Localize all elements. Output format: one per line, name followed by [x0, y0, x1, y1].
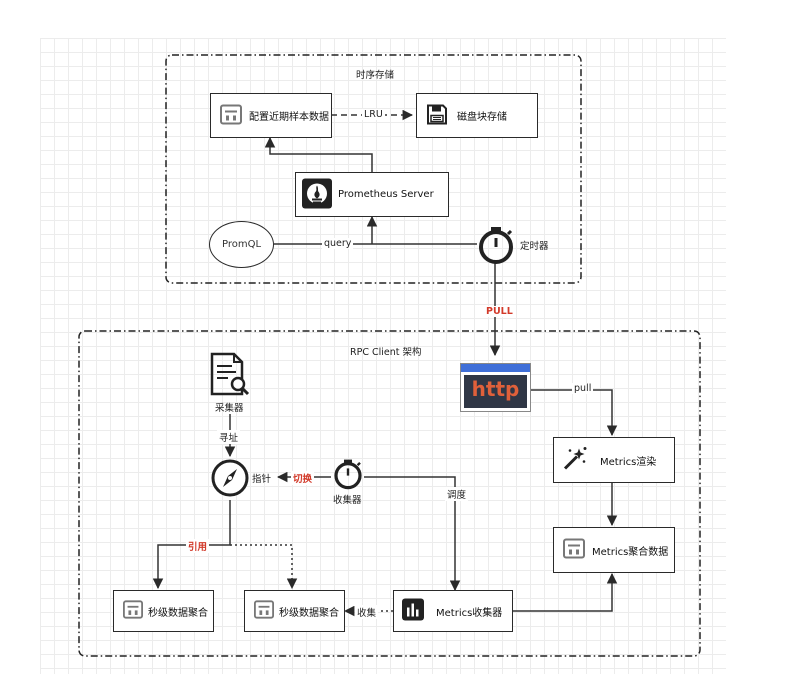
edge-switch-label: 切换 [291, 471, 315, 485]
edge-pull-label: PULL [484, 306, 515, 317]
edge-collector-to-agg [513, 572, 618, 612]
metrics-collector-node[interactable]: Metrics收集器 [393, 590, 513, 632]
metrics-agg-node[interactable]: Metrics聚合数据 [553, 527, 675, 573]
rpc-group-border [78, 330, 701, 657]
magic-wand-icon [562, 446, 588, 475]
recent-samples-label: 配置近期样本数据 [249, 112, 329, 123]
promql-node[interactable]: PromQL [209, 221, 274, 268]
edge-schedule [364, 476, 461, 592]
edge-http-to-render [531, 389, 618, 437]
collector-source-label: 采集器 [215, 403, 244, 414]
disk-storage-node[interactable]: 磁盘块存储 [416, 93, 538, 138]
edge-http-pull-label: pull [572, 383, 594, 394]
metrics-collector-label: Metrics收集器 [436, 607, 503, 619]
server-icon [253, 600, 275, 623]
server-icon [122, 600, 144, 623]
edge-prom-to-samples [264, 136, 373, 172]
edge-collect-label: 收集 [355, 605, 379, 619]
http-body [464, 375, 527, 408]
rpc-group-title: RPC Client 架构 [350, 347, 422, 358]
pointer-label: 指针 [252, 474, 272, 485]
http-node[interactable]: http [460, 363, 531, 412]
edge-query-label: query [322, 238, 354, 249]
prometheus-server-label: Prometheus Server [338, 189, 434, 200]
file-search-icon [206, 352, 252, 402]
collector-timer-label: 收集器 [333, 495, 362, 506]
save-icon [425, 102, 449, 129]
stopwatch-icon [476, 225, 516, 269]
edge-reference-label: 引用 [186, 539, 210, 553]
prometheus-logo [302, 178, 332, 211]
timer-label: 定时器 [520, 241, 549, 252]
recent-samples-node[interactable]: 配置近期样本数据 [210, 93, 332, 138]
compass-icon [210, 458, 250, 502]
promql-label: PromQL [221, 239, 262, 250]
http-title-bar [461, 364, 530, 372]
second-agg-2-label: 秒级数据聚合 [279, 607, 339, 619]
metrics-render-label: Metrics渲染 [600, 456, 657, 468]
collector-stopwatch-icon [332, 458, 364, 494]
disk-storage-label: 磁盘块存储 [457, 112, 507, 123]
edge-address-label: 寻址 [217, 430, 241, 444]
server-icon [219, 103, 243, 128]
second-agg-1-label: 秒级数据聚合 [148, 607, 208, 619]
metrics-agg-label: Metrics聚合数据 [592, 546, 669, 558]
server-icon [562, 538, 586, 563]
bar-chart-icon [402, 598, 424, 624]
second-agg-1-node[interactable]: 秒级数据聚合 [113, 590, 214, 632]
metrics-render-node[interactable]: Metrics渲染 [553, 437, 675, 483]
edge-reference-dotted [230, 544, 298, 590]
http-label: http [471, 377, 520, 401]
edge-schedule-label: 调度 [445, 487, 469, 501]
storage-group-title: 时序存储 [356, 70, 395, 81]
prometheus-server-node[interactable]: Prometheus Server [295, 172, 449, 217]
second-agg-2-node[interactable]: 秒级数据聚合 [244, 590, 345, 632]
edge-lru-label: LRU [362, 109, 385, 120]
grid-background [40, 38, 726, 674]
